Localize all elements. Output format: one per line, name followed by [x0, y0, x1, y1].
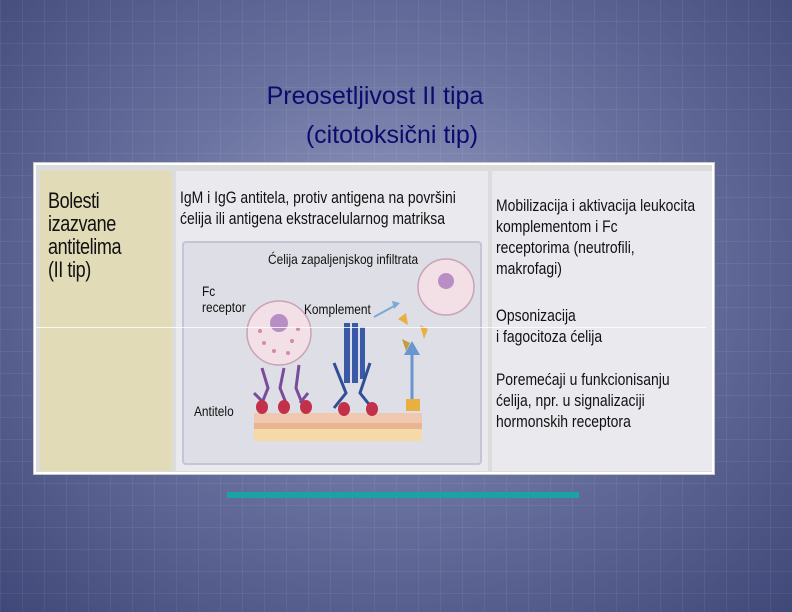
- illustration-drawing: [184, 243, 480, 463]
- effect-opsonization: Opsonizacija i fagocitoza ćelija: [496, 305, 709, 347]
- label-antibody: Antitelo: [194, 403, 234, 419]
- complement-fragment-1: [398, 313, 408, 325]
- label-complement: Komplement: [304, 301, 371, 317]
- hypersensitivity-table: Bolesti izazvane antitelima (II tip) IgM…: [34, 163, 714, 474]
- antigen-group-left: [256, 400, 312, 414]
- complement-arrow-head: [392, 301, 400, 309]
- leukocyte-nucleus-left: [270, 314, 288, 332]
- table-cell-effects: Mobilizacija i aktivacija leukocita komp…: [492, 171, 712, 471]
- table-cell-disease-type: Bolesti izazvane antitelima (II tip): [40, 171, 172, 471]
- tissue-layer-top: [254, 413, 422, 423]
- mechanism-illustration: Ćelija zapaljenjskog infiltrata Fc recep…: [182, 241, 482, 465]
- slide-title: Preosetljivost II tipa: [0, 79, 771, 113]
- mechanism-heading: IgM i IgG antitela, protiv antigena na p…: [180, 187, 483, 229]
- antibody-group-left: [254, 365, 308, 403]
- tissue-layer-bottom: [254, 429, 422, 441]
- complement-complex: [344, 323, 365, 383]
- tissue-layer-middle: [254, 423, 422, 429]
- label-inflammatory-cell: Ćelija zapaljenjskog infiltrata: [268, 251, 418, 267]
- leukocyte-cell-left: [247, 301, 311, 365]
- complement-arrow: [374, 305, 396, 317]
- leukocyte-nucleus-right: [438, 273, 454, 289]
- divider-line: [36, 327, 706, 328]
- slide-subtitle: (citotoksični tip): [0, 118, 788, 152]
- table-cell-mechanism: IgM i IgG antitela, protiv antigena na p…: [176, 171, 488, 471]
- disease-type-label: Bolesti izazvane antitelima (II tip): [48, 189, 121, 281]
- effect-leukocyte-activation: Mobilizacija i aktivacija leukocita komp…: [496, 195, 709, 279]
- label-fc-receptor: Fc receptor: [202, 283, 246, 315]
- effect-cell-dysfunction: Poremećaji u funkcionisanju ćelija, npr.…: [496, 369, 709, 432]
- accent-bar: [227, 492, 579, 498]
- receptor-block: [406, 399, 420, 411]
